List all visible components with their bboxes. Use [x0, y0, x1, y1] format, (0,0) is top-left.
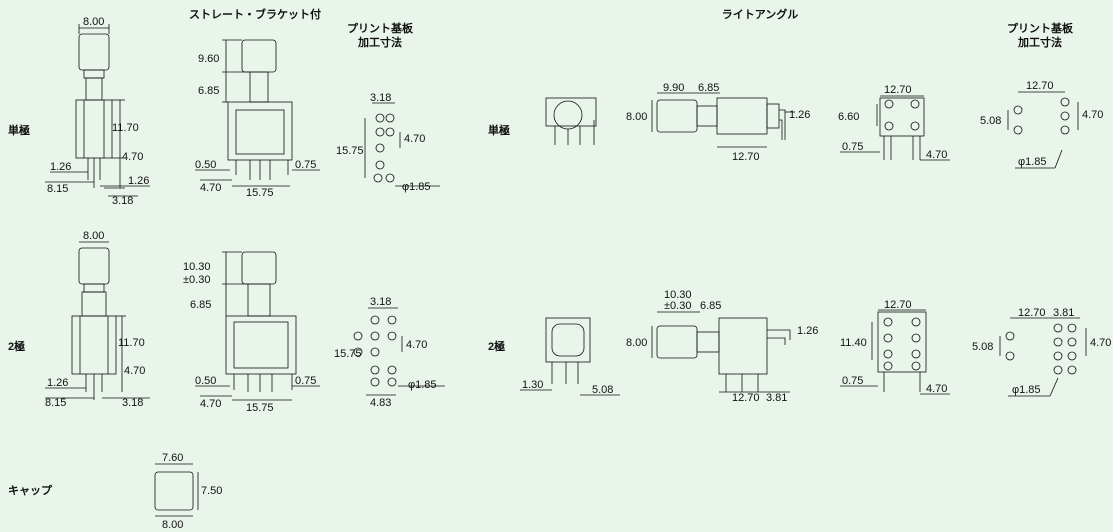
title-pcb-left-line1: プリント基板 [347, 23, 413, 35]
dim-double-pcb-470: 4.70 [406, 339, 427, 351]
dim-ra-double-front-508: 5.08 [592, 384, 613, 396]
dim-single-pcb-hole: φ1.85 [402, 181, 431, 193]
dim-ra-double-pcb-470: 4.70 [1090, 337, 1111, 349]
row-label-single-right: 単極 [488, 125, 510, 137]
dim-double-bracket-470: 4.70 [200, 398, 221, 410]
dim-single-pin-offset: 1.26 [50, 161, 71, 173]
row-label-double: 2極 [8, 341, 26, 353]
dim-ra-double-1030: 10.30 [664, 289, 692, 301]
dim-double-lower-height: 4.70 [124, 365, 145, 377]
pcb-layout-single-right [1013, 97, 1070, 135]
cap-drawing [154, 471, 194, 511]
switch-rightangle-side-single [656, 97, 786, 140]
row-label-cap: キャップ [8, 485, 52, 497]
title-pcb-left: プリント基板 加工寸法 [340, 22, 420, 50]
title-pcb-right-line1: プリント基板 [1007, 23, 1073, 35]
dim-single-pin-right: 1.26 [128, 175, 149, 187]
switch-rightangle-side-double [656, 317, 791, 392]
dim-single-bracket-075: 0.75 [295, 159, 316, 171]
dim-double-overall-width: 8.15 [45, 397, 66, 409]
row-label-single: 単極 [8, 125, 30, 137]
switch-front-single [75, 33, 113, 188]
dim-ra-single-126: 1.26 [789, 109, 810, 121]
dim-double-pcb-483: 4.83 [370, 397, 391, 409]
dim-cap-750: 7.50 [201, 485, 222, 497]
dim-ra-single-pcb-508: 5.08 [980, 115, 1001, 127]
title-pcb-left-line2: 加工寸法 [358, 37, 402, 49]
dim-double-pcb-1575: 15.75 [334, 348, 362, 360]
dim-ra-double-126: 1.26 [797, 325, 818, 337]
dim-single-bracket-1575: 15.75 [246, 187, 274, 199]
title-right-angle: ライトアングル [721, 9, 799, 21]
dim-single-pcb-470: 4.70 [404, 133, 425, 145]
title-pcb-right-line2: 加工寸法 [1018, 37, 1062, 49]
switch-rightangle-front-single [545, 97, 597, 145]
dim-ra-single-end-470: 4.70 [926, 149, 947, 161]
dim-double-body-height: 11.70 [118, 337, 145, 349]
dim-ra-double-pcb-381: 3.81 [1053, 307, 1074, 319]
dim-single-bracket-bushing: 6.85 [198, 85, 219, 97]
dim-ra-single-685: 6.85 [698, 82, 719, 94]
dim-ra-double-front-130: 1.30 [522, 379, 543, 391]
dim-ra-double-381: 3.81 [766, 392, 787, 404]
dim-ra-single-pcb-hole: φ1.85 [1018, 156, 1047, 168]
dim-single-pcb-1575: 15.75 [336, 145, 364, 157]
dim-ra-single-990: 9.90 [663, 82, 684, 94]
dim-ra-double-pcb-508: 5.08 [972, 341, 993, 353]
pcb-layout-single-left [373, 113, 395, 183]
switch-bracket-double [225, 251, 297, 392]
dim-double-pcb-318: 3.18 [370, 296, 391, 308]
dim-double-bracket-tolerance: ±0.30 [183, 274, 210, 286]
dim-double-bracket-bushing: 6.85 [190, 299, 211, 311]
dim-single-lower-height: 4.70 [122, 151, 143, 163]
dim-ra-single-end-660: 6.60 [838, 111, 859, 123]
dim-ra-single-end-075: 0.75 [842, 141, 863, 153]
title-straight-bracket: ストレート・ブラケット付 [189, 9, 321, 21]
dim-single-bracket-050: 0.50 [195, 159, 216, 171]
pcb-layout-double-right [1005, 323, 1077, 375]
dim-ra-double-end-470: 4.70 [926, 383, 947, 395]
dim-double-bracket-075: 0.75 [295, 375, 316, 387]
dim-single-cap-width: 8.00 [83, 16, 104, 28]
dim-ra-single-800: 8.00 [626, 111, 647, 123]
dim-ra-double-800: 8.00 [626, 337, 647, 349]
dim-ra-double-end-1140: 11.40 [840, 337, 867, 349]
pcb-layout-double-left [353, 315, 397, 387]
dim-ra-double-pcb-hole: φ1.85 [1012, 384, 1041, 396]
title-pcb-right: プリント基板 加工寸法 [1000, 22, 1080, 50]
row-label-double-right: 2極 [488, 341, 506, 353]
dim-ra-double-tolerance: ±0.30 [664, 300, 691, 312]
dim-cap-800: 8.00 [162, 519, 183, 531]
dim-single-bracket-cap-height: 9.60 [198, 53, 219, 65]
dim-ra-single-pcb-470: 4.70 [1082, 109, 1103, 121]
dim-cap-760: 7.60 [162, 452, 183, 464]
dim-single-overall-width: 8.15 [47, 183, 68, 195]
dim-double-pitch: 3.18 [122, 397, 143, 409]
dim-double-pin-offset: 1.26 [47, 377, 68, 389]
dim-double-bracket-050: 0.50 [195, 375, 216, 387]
dim-ra-double-pcb-1270: 12.70 [1018, 307, 1046, 319]
dim-ra-single-pcb-1270: 12.70 [1026, 80, 1054, 92]
dim-single-pitch: 3.18 [112, 195, 133, 207]
dim-double-cap-width: 8.00 [83, 230, 104, 242]
dim-single-bracket-470: 4.70 [200, 182, 221, 194]
switch-rightangle-end-single [879, 97, 925, 160]
dim-single-pcb-318: 3.18 [370, 92, 391, 104]
dim-ra-single-1270: 12.70 [732, 151, 760, 163]
switch-bracket-single [227, 39, 293, 180]
dim-double-pcb-hole: φ1.85 [408, 379, 437, 391]
dim-ra-double-1270: 12.70 [732, 392, 760, 404]
switch-rightangle-end-double [877, 311, 927, 392]
dim-double-bracket-cap-height: 10.30 [183, 261, 211, 273]
dim-ra-double-end-1270: 12.70 [884, 299, 912, 311]
dim-ra-double-685: 6.85 [700, 300, 721, 312]
dim-double-bracket-1575: 15.75 [246, 402, 274, 414]
switch-front-double [71, 247, 117, 400]
dim-ra-single-end-1270: 12.70 [884, 84, 912, 96]
dim-ra-double-end-075: 0.75 [842, 375, 863, 387]
switch-rightangle-front-double [545, 317, 591, 384]
dim-single-body-height: 11.70 [112, 122, 139, 134]
